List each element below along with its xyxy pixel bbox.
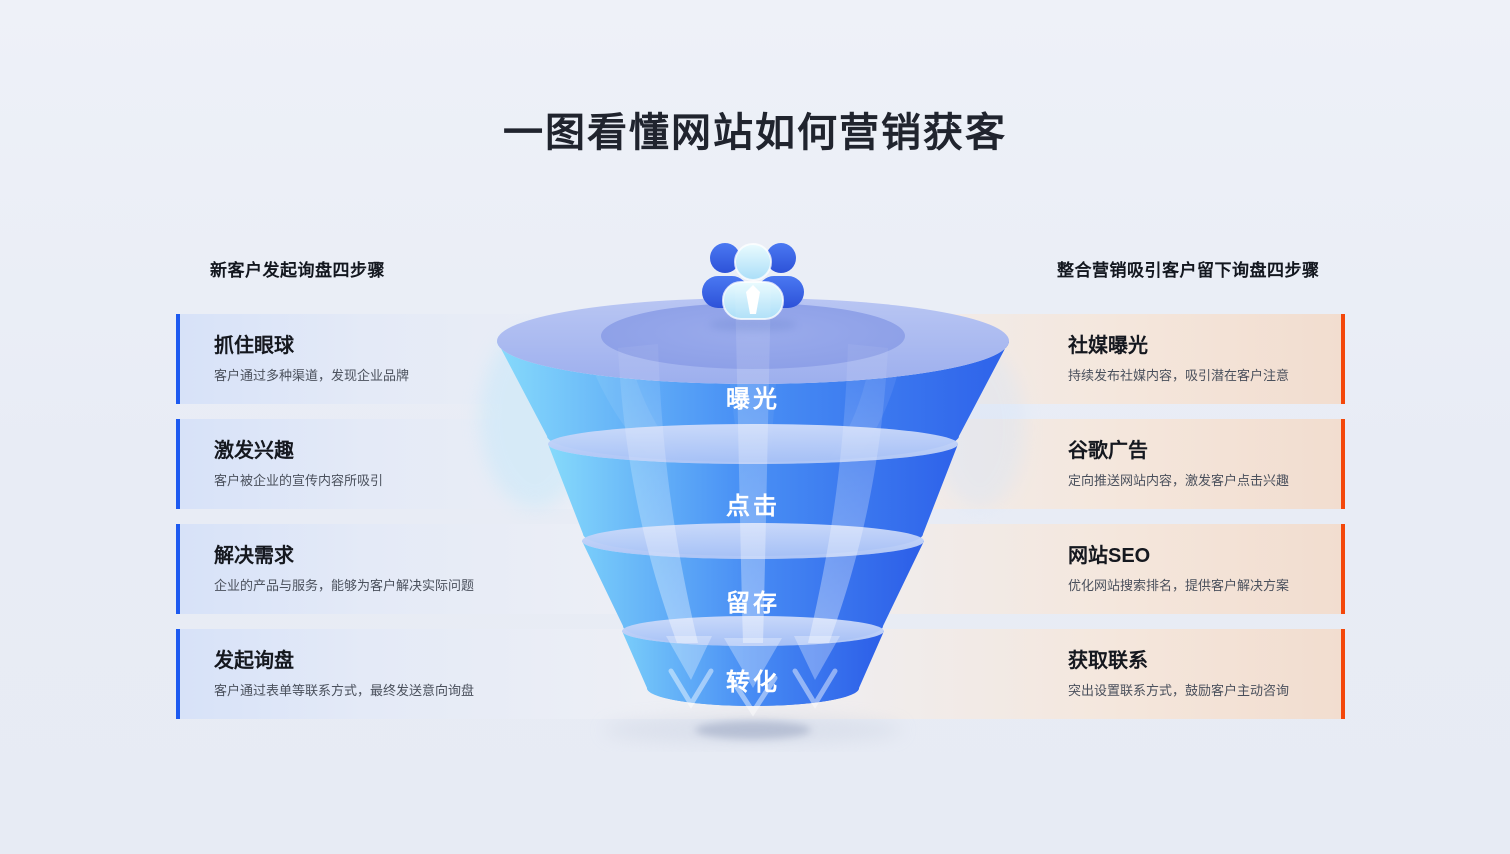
page-title: 一图看懂网站如何营销获客 [503,111,1007,155]
right-step-desc: 优化网站搜索排名，提供客户解决方案 [1068,578,1290,593]
left-step-desc: 客户通过多种渠道，发现企业品牌 [214,368,410,383]
left-step-desc: 客户通过表单等联系方式，最终发送意向询盘 [214,683,475,698]
left-step-desc: 企业的产品与服务，能够为客户解决实际问题 [214,578,475,593]
right-step-4: 获取联系 突出设置联系方式，鼓励客户主动咨询 [1068,629,1289,719]
funnel-svg: 曝光 点击 留存 转化 [480,243,1025,744]
left-step-title: 抓住眼球 [214,335,294,357]
right-step-desc: 突出设置联系方式，鼓励客户主动咨询 [1068,683,1290,698]
left-step-title: 解决需求 [214,545,294,567]
right-step-2: 谷歌广告 定向推送网站内容，激发客户点击兴趣 [1068,419,1289,509]
stage-label-conversion: 转化 [726,668,780,696]
right-step-title: 谷歌广告 [1068,440,1148,462]
right-column-header: 整合营销吸引客户留下询盘四步骤 [1057,261,1320,280]
left-step-4: 发起询盘 客户通过表单等联系方式，最终发送意向询盘 [214,629,474,719]
right-step-title: 获取联系 [1068,650,1148,672]
stage-label-retention: 留存 [726,590,780,617]
left-step-title: 发起询盘 [214,650,294,672]
left-step-3: 解决需求 企业的产品与服务，能够为客户解决实际问题 [214,524,474,614]
left-column-header: 新客户发起询盘四步骤 [210,261,385,280]
funnel-graphic: 曝光 点击 留存 转化 [440,228,1070,752]
stage-label-click: 点击 [726,493,780,520]
right-step-title: 网站SEO [1068,545,1151,567]
right-step-desc: 定向推送网站内容，激发客户点击兴趣 [1068,473,1290,488]
left-step-desc: 客户被企业的宣传内容所吸引 [214,473,384,488]
stage-label-exposure: 曝光 [726,386,780,413]
right-step-title: 社媒曝光 [1068,335,1148,357]
left-step-1: 抓住眼球 客户通过多种渠道，发现企业品牌 [214,314,409,404]
right-step-1: 社媒曝光 持续发布社媒内容，吸引潜在客户注意 [1068,314,1289,404]
left-step-title: 激发兴趣 [214,440,294,462]
funnel-shadow [603,716,903,744]
flow-arrows [618,288,888,717]
right-step-3: 网站SEO 优化网站搜索排名，提供客户解决方案 [1068,524,1289,614]
left-step-2: 激发兴趣 客户被企业的宣传内容所吸引 [214,419,383,509]
right-step-desc: 持续发布社媒内容，吸引潜在客户注意 [1068,368,1290,383]
